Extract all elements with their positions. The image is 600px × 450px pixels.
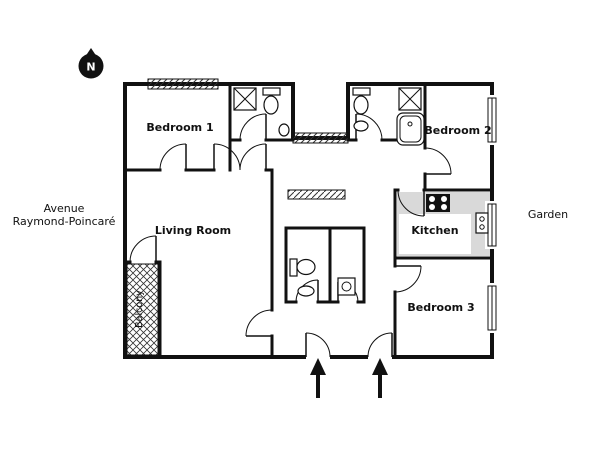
toilet-icon <box>289 258 316 277</box>
entrance-arrow-icon <box>372 358 388 398</box>
outer-walls <box>123 82 494 359</box>
doors <box>129 113 452 358</box>
door-living-hall <box>245 309 273 337</box>
door-entrance-1 <box>305 332 331 358</box>
entrance-arrow-icon <box>310 358 326 398</box>
garden-label: Garden <box>528 208 568 221</box>
toilet-icon <box>352 87 371 115</box>
shower-icon <box>398 87 422 111</box>
kitchen-label: Kitchen <box>411 224 458 237</box>
double-door-living-room <box>213 143 267 171</box>
door-bedroom1 <box>159 143 187 171</box>
shower-icon <box>233 87 257 111</box>
door-balcony <box>129 235 157 263</box>
door-bathroom-left <box>239 113 267 141</box>
bathtub-icon <box>396 112 425 146</box>
shower-tray-icon <box>337 277 356 296</box>
living-room-label: Living Room <box>155 224 231 237</box>
entrance-openings <box>306 351 392 363</box>
compass-icon: N <box>78 48 104 79</box>
sink-icon <box>353 120 369 132</box>
window-bedroom1-top <box>147 78 219 90</box>
svg-text:Raymond-Poincaré: Raymond-Poincaré <box>13 215 116 228</box>
bedroom2-label: Bedroom 2 <box>424 124 491 137</box>
stove-icon <box>426 194 450 212</box>
bedroom1-label: Bedroom 1 <box>146 121 213 134</box>
toilet-icon <box>262 87 281 115</box>
svg-text:Avenue: Avenue <box>44 202 85 215</box>
fixtures <box>233 87 489 297</box>
corridor-glazing <box>287 189 346 200</box>
svg-text:N: N <box>86 61 95 74</box>
balcony-label: Balcony <box>134 290 145 328</box>
street-label: Avenue Raymond-Poincaré <box>13 202 116 228</box>
sink-icon <box>297 285 315 297</box>
door-kitchen <box>397 189 425 217</box>
lightwell-glazing <box>292 132 349 144</box>
sink-icon <box>278 123 290 137</box>
door-entrance-2 <box>367 332 393 358</box>
door-bedroom2 <box>424 147 452 175</box>
window-bedroom3 <box>485 283 497 333</box>
door-bedroom3 <box>394 265 422 293</box>
windows <box>147 78 497 333</box>
bedroom3-label: Bedroom 3 <box>407 301 474 314</box>
window-bedroom2 <box>485 95 497 145</box>
kitchen-sink-icon <box>475 212 489 234</box>
